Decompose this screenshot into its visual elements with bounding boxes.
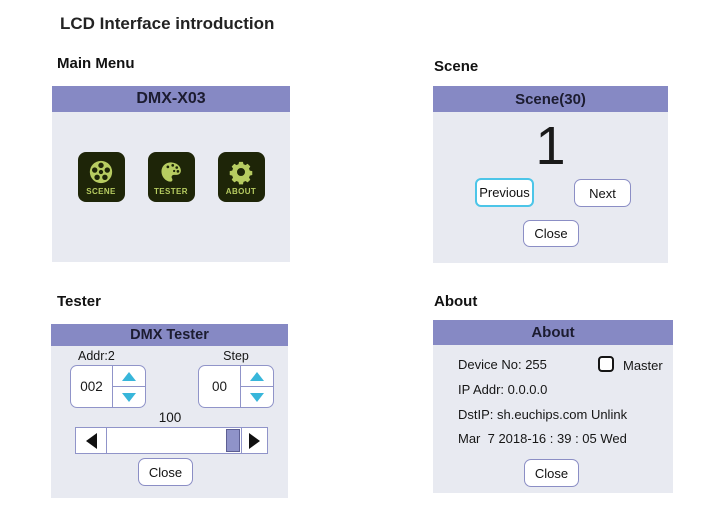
scene-title-bar: Scene(30) xyxy=(433,86,668,112)
tester-heading: Tester xyxy=(57,293,101,310)
right-arrow-icon xyxy=(249,432,260,449)
tester-menu-label: TESTER xyxy=(154,186,188,196)
page-title: LCD Interface introduction xyxy=(60,14,275,33)
main-menu-heading: Main Menu xyxy=(57,55,135,72)
step-up-button[interactable] xyxy=(241,366,273,387)
up-arrow-icon xyxy=(250,371,264,381)
scene-close-button[interactable]: Close xyxy=(523,220,579,247)
tester-close-button[interactable]: Close xyxy=(138,458,193,486)
tester-panel: DMX Tester Addr:2 Step 002 00 xyxy=(51,324,288,498)
previous-button[interactable]: Previous xyxy=(475,178,534,207)
scene-number: 1 xyxy=(535,116,566,176)
addr-spinner: 002 xyxy=(70,365,146,408)
about-title-bar: About xyxy=(433,320,673,345)
up-arrow-icon xyxy=(122,371,136,381)
scene-panel: Scene(30) 1 Previous Next Close xyxy=(433,86,668,263)
main-menu-panel: DMX-X03 SCENE xyxy=(52,86,290,262)
main-menu-body: SCENE TESTER xyxy=(52,112,290,262)
slider-increase-button[interactable] xyxy=(241,428,267,453)
scene-menu-button[interactable]: SCENE xyxy=(77,152,125,202)
step-value: 00 xyxy=(199,366,241,407)
level-slider xyxy=(75,427,268,454)
film-reel-icon xyxy=(88,159,115,186)
scene-heading: Scene xyxy=(434,58,479,75)
about-close-button[interactable]: Close xyxy=(524,459,579,487)
step-down-button[interactable] xyxy=(241,387,273,407)
down-arrow-icon xyxy=(122,392,136,402)
left-arrow-icon xyxy=(85,432,97,449)
main-menu-title-bar: DMX-X03 xyxy=(52,86,290,112)
scene-body: 1 Previous Next Close xyxy=(433,112,668,263)
device-no-line: Device No: 255 xyxy=(458,357,547,372)
palette-icon xyxy=(158,159,185,186)
main-menu-icon-row: SCENE TESTER xyxy=(52,152,290,202)
ip-addr-line: IP Addr: 0.0.0.0 xyxy=(458,382,548,397)
dst-ip-line: DstIP: sh.euchips.com Unlink xyxy=(458,407,628,422)
addr-down-button[interactable] xyxy=(113,387,145,407)
master-label: Master xyxy=(623,358,663,373)
step-spinner-arrows xyxy=(241,366,273,407)
addr-label: Addr:2 xyxy=(78,349,115,363)
step-spinner: 00 xyxy=(198,365,274,408)
addr-up-button[interactable] xyxy=(113,366,145,387)
tester-body: Addr:2 Step 002 00 xyxy=(51,346,288,498)
datetime-line: Mar 7 2018-16 : 39 : 05 Wed xyxy=(458,431,627,446)
slider-thumb[interactable] xyxy=(226,429,240,452)
about-panel: About Device No: 255 Master IP Addr: 0.0… xyxy=(433,320,673,493)
addr-value: 002 xyxy=(71,366,113,407)
slider-decrease-button[interactable] xyxy=(76,428,107,453)
master-checkbox[interactable] xyxy=(598,356,614,372)
tester-menu-button[interactable]: TESTER xyxy=(147,152,195,202)
step-label: Step xyxy=(223,349,249,363)
about-menu-button[interactable]: ABOUT xyxy=(217,152,265,202)
gear-icon xyxy=(228,159,255,186)
addr-spinner-arrows xyxy=(113,366,145,407)
slider-value-label: 100 xyxy=(158,410,182,425)
about-heading: About xyxy=(434,293,478,310)
about-menu-label: ABOUT xyxy=(225,186,257,196)
slider-track[interactable] xyxy=(107,428,241,453)
scene-menu-label: SCENE xyxy=(86,186,116,196)
down-arrow-icon xyxy=(250,392,264,402)
next-button[interactable]: Next xyxy=(574,179,631,207)
tester-title-bar: DMX Tester xyxy=(51,324,288,346)
about-body: Device No: 255 Master IP Addr: 0.0.0.0 D… xyxy=(433,345,673,493)
